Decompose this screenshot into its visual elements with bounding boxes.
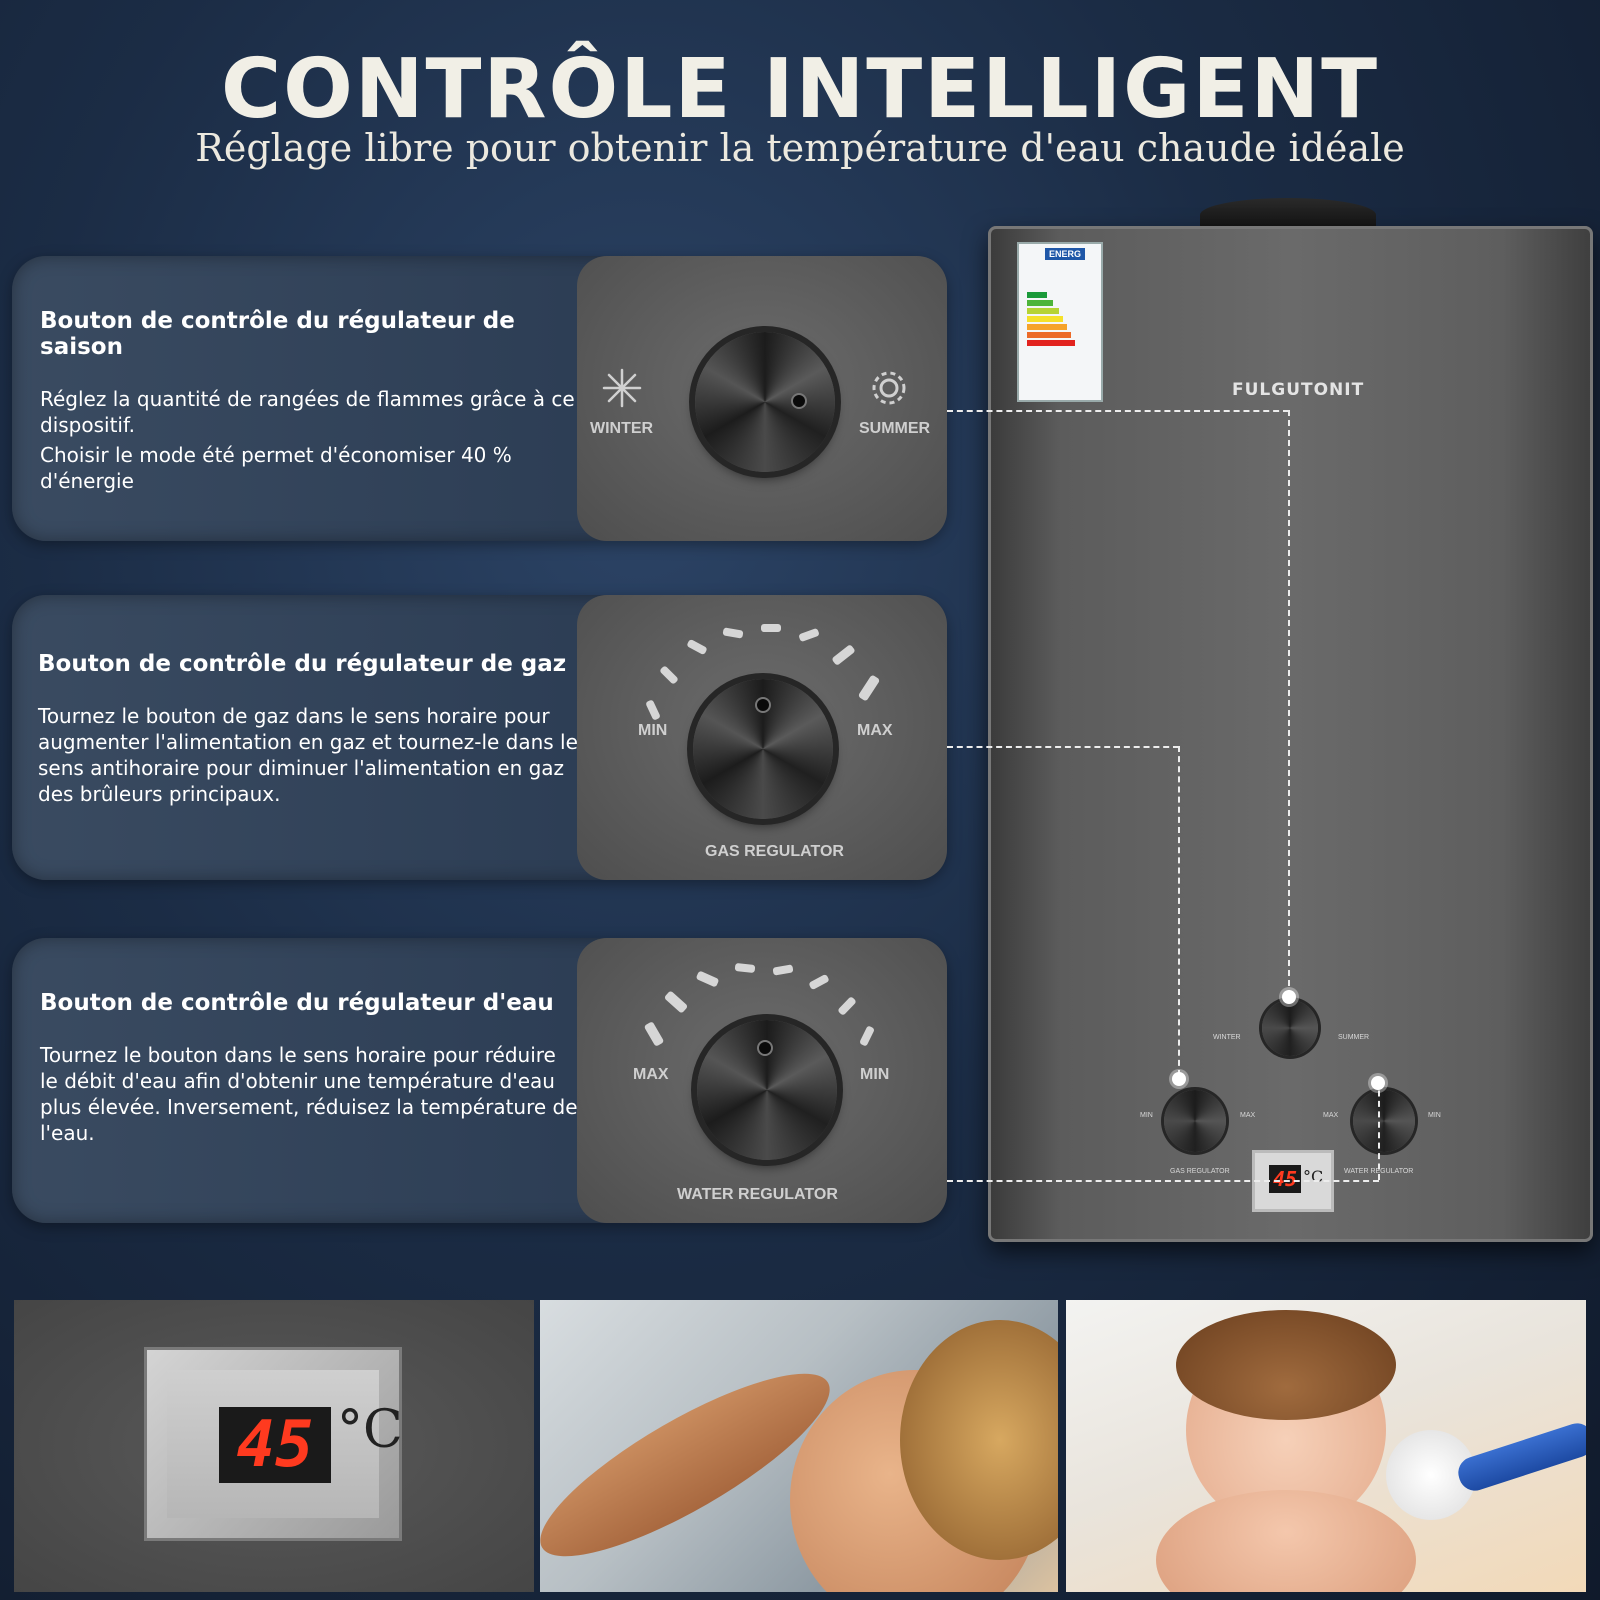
- energy-label-title: ENERG: [1045, 248, 1086, 260]
- gas-scale-mark: [761, 624, 781, 632]
- gas-card-line: Tournez le bouton de gaz dans le sens ho…: [38, 704, 578, 806]
- heater-display-unit: °C: [1303, 1167, 1324, 1186]
- energy-bar: [1027, 316, 1063, 322]
- water-card-body: Tournez le bouton dans le sens horaire p…: [40, 1042, 580, 1146]
- water-scale-mark: [772, 964, 794, 976]
- season-panel: WINTER SUMMER: [577, 256, 947, 541]
- water-max-label: MAX: [633, 1066, 669, 1083]
- gas-min-label: MIN: [638, 722, 668, 739]
- mini-gas-knob[interactable]: [1164, 1090, 1226, 1152]
- season-connector: [1288, 410, 1290, 996]
- page-title: CONTRÔLE INTELLIGENT: [220, 42, 1380, 137]
- shower-photo-tile: [540, 1300, 1058, 1592]
- snowflake-icon: [602, 368, 642, 408]
- energy-bar: [1027, 292, 1047, 298]
- mini-season-knob[interactable]: [1262, 1000, 1318, 1056]
- water-knob-indicator: [759, 1042, 771, 1054]
- water-scale-mark: [643, 1021, 665, 1047]
- water-connector: [947, 1180, 1379, 1182]
- gas-card-body: Tournez le bouton de gaz dans le sens ho…: [38, 703, 583, 807]
- energy-bar: [1027, 332, 1071, 338]
- energy-bar: [1027, 308, 1059, 314]
- gas-card: Bouton de contrôle du régulateur de gaz …: [12, 595, 947, 880]
- woman-hair-shape: [900, 1320, 1058, 1560]
- season-knob-indicator: [793, 395, 805, 407]
- water-connector: [1378, 1080, 1380, 1180]
- baby-hair-shape: [1176, 1310, 1396, 1420]
- energy-bar: [1027, 324, 1067, 330]
- water-knob[interactable]: [697, 1020, 837, 1160]
- sun-swirl-icon: [872, 371, 906, 405]
- gas-scale-mark: [686, 638, 708, 656]
- mini-water-max-label: MAX: [1323, 1112, 1339, 1119]
- water-scale-mark: [695, 970, 720, 988]
- season-connector-node: [1282, 990, 1296, 1004]
- shower-handle-shape: [1454, 1419, 1586, 1495]
- gas-scale-mark: [645, 699, 661, 721]
- water-min-label: MIN: [860, 1066, 890, 1083]
- lcd-unit: °C: [337, 1400, 403, 1460]
- gas-scale-mark: [659, 665, 679, 685]
- gas-regulator-label: GAS REGULATOR: [705, 843, 844, 860]
- baby-body-shape: [1156, 1490, 1416, 1592]
- baby-bath-photo-tile: [1066, 1300, 1586, 1592]
- mini-water-knob[interactable]: [1353, 1090, 1415, 1152]
- water-scale-mark: [837, 996, 857, 1016]
- heater-brand: FULGUTONIT: [1232, 380, 1365, 400]
- season-card-body: Réglez la quantité de rangées de flammes…: [40, 386, 580, 494]
- gas-scale-mark: [857, 674, 881, 702]
- gas-max-label: MAX: [857, 722, 893, 739]
- season-connector: [947, 410, 1289, 412]
- gas-scale-mark: [722, 627, 744, 639]
- water-card: Bouton de contrôle du régulateur d'eau T…: [12, 938, 947, 1223]
- gas-connector: [947, 746, 1179, 748]
- water-scale-mark: [859, 1025, 875, 1047]
- energy-bar: [1027, 300, 1053, 306]
- gas-scale-mark: [798, 627, 820, 643]
- mini-gas-regulator-label: GAS REGULATOR: [1170, 1168, 1230, 1175]
- season-knob[interactable]: [695, 332, 835, 472]
- water-scale-mark: [734, 962, 756, 974]
- heater-display-value: 45: [1269, 1165, 1301, 1193]
- water-card-line: Tournez le bouton dans le sens horaire p…: [40, 1043, 578, 1145]
- season-card: Bouton de contrôle du régulateur de sais…: [12, 256, 947, 541]
- season-card-text: Bouton de contrôle du régulateur de sais…: [40, 308, 580, 498]
- gas-connector-node: [1172, 1072, 1186, 1086]
- gas-knob[interactable]: [693, 679, 833, 819]
- water-scale-mark: [663, 990, 689, 1014]
- page-subtitle: Réglage libre pour obtenir la températur…: [195, 126, 1405, 170]
- gas-scale-mark: [831, 644, 856, 666]
- mini-water-min-label: MIN: [1428, 1112, 1441, 1119]
- lcd-digits: 45: [219, 1407, 331, 1483]
- water-card-text: Bouton de contrôle du régulateur d'eau T…: [40, 990, 580, 1150]
- season-card-line: Réglez la quantité de rangées de flammes…: [40, 387, 575, 437]
- water-scale-mark: [808, 973, 830, 991]
- water-card-heading: Bouton de contrôle du régulateur d'eau: [40, 990, 554, 1016]
- gas-card-text: Bouton de contrôle du régulateur de gaz …: [38, 651, 583, 811]
- water-connector-node: [1371, 1076, 1385, 1090]
- water-panel: MAX MIN WATER REGULATOR: [577, 938, 947, 1223]
- mini-gas-min-label: MIN: [1140, 1112, 1153, 1119]
- energy-label: ENERG: [1017, 242, 1103, 402]
- gas-connector: [1178, 746, 1180, 1076]
- winter-label: WINTER: [590, 420, 654, 437]
- mini-winter-label: WINTER: [1213, 1034, 1241, 1041]
- gas-card-heading: Bouton de contrôle du régulateur de gaz: [38, 651, 567, 677]
- mini-gas-max-label: MAX: [1240, 1112, 1256, 1119]
- gas-panel: MIN MAX GAS REGULATOR: [577, 595, 947, 880]
- display-closeup-tile: 45 °C: [14, 1300, 534, 1592]
- mini-summer-label: SUMMER: [1338, 1034, 1370, 1041]
- season-card-heading: Bouton de contrôle du régulateur de sais…: [40, 308, 515, 360]
- gas-knob-indicator: [757, 699, 769, 711]
- energy-bar: [1027, 340, 1075, 346]
- season-card-line: Choisir le mode été permet d'économiser …: [40, 443, 512, 493]
- water-regulator-label: WATER REGULATOR: [677, 1186, 838, 1203]
- summer-label: SUMMER: [859, 420, 931, 437]
